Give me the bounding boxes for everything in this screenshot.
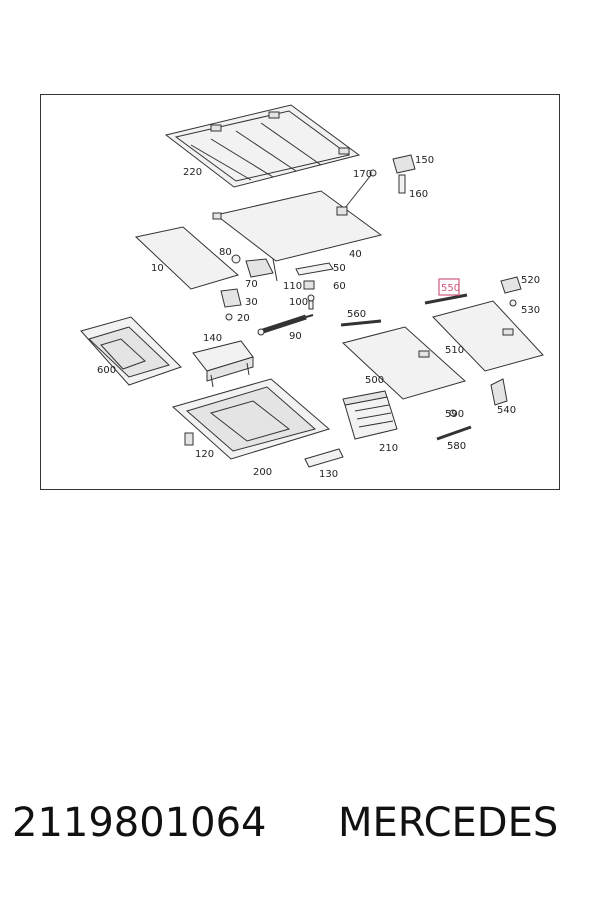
highlight-box-550: [438, 278, 460, 296]
part-600-tray: [80, 316, 182, 386]
part-150-latch: [340, 154, 416, 214]
brand-name: MERCEDES: [338, 800, 559, 846]
label-540: 540: [497, 405, 516, 416]
part-140-bracket: [192, 340, 254, 388]
part-labels: 220 150 170 160 40 80 10 70 50 110 60 10…: [97, 155, 540, 480]
parts-110-60-100: [303, 280, 315, 310]
label-60: 60: [333, 281, 346, 292]
label-120: 120: [195, 449, 214, 460]
part-40-panel: [212, 190, 383, 262]
label-30: 30: [245, 297, 258, 308]
label-580: 580: [447, 441, 466, 452]
label-20: 20: [237, 313, 250, 324]
part-560-strut: [340, 319, 382, 327]
exploded-parts-diagram: 220 150 170 160 40 80 10 70 50 110 60 10…: [80, 104, 544, 480]
part-500-panel: [341, 326, 467, 400]
label-140: 140: [203, 333, 222, 344]
label-520: 520: [521, 275, 540, 286]
parts-80-70-50: [231, 254, 334, 282]
part-550-strut: [424, 293, 468, 305]
part-10-panel: [134, 226, 240, 290]
label-170: 170: [353, 169, 372, 180]
label-560: 560: [347, 309, 366, 320]
label-220: 220: [183, 167, 202, 178]
label-200: 200: [253, 467, 272, 478]
part-200-tray: [171, 378, 331, 460]
label-100: 100: [289, 297, 308, 308]
part-130-handle: [304, 448, 344, 468]
label-90: 90: [289, 331, 302, 342]
label-210: 210: [379, 443, 398, 454]
label-80: 80: [219, 247, 232, 258]
label-110: 110: [283, 281, 302, 292]
part-220-floor-mat: [164, 104, 361, 188]
parts-30-20-bracket: [220, 288, 242, 321]
label-550-highlighted: 550: [441, 283, 460, 294]
label-70: 70: [245, 279, 258, 290]
part-510-panel: [432, 300, 544, 372]
parts-diagram-frame: 220 150 170 160 40 80 10 70 50 110 60 10…: [40, 94, 560, 490]
label-600: 600: [97, 365, 116, 376]
label-590: 590: [445, 409, 464, 420]
part-120-clip: [184, 432, 194, 446]
label-160: 160: [409, 189, 428, 200]
label-500: 500: [365, 375, 384, 386]
label-130: 130: [319, 469, 338, 480]
label-40: 40: [349, 249, 362, 260]
part-90-gas-strut: [257, 314, 314, 336]
part-540-bracket: [490, 378, 508, 406]
caption: 2119801064 MERCEDES: [0, 800, 600, 860]
label-150: 150: [415, 155, 434, 166]
label-530: 530: [521, 305, 540, 316]
part-number: 2119801064: [12, 800, 267, 846]
label-510: 510: [445, 345, 464, 356]
parts-520-530: [500, 276, 522, 307]
label-10: 10: [151, 263, 164, 274]
label-50: 50: [333, 263, 346, 274]
parts-590-580: [436, 409, 472, 441]
part-210-crate: [342, 390, 398, 440]
